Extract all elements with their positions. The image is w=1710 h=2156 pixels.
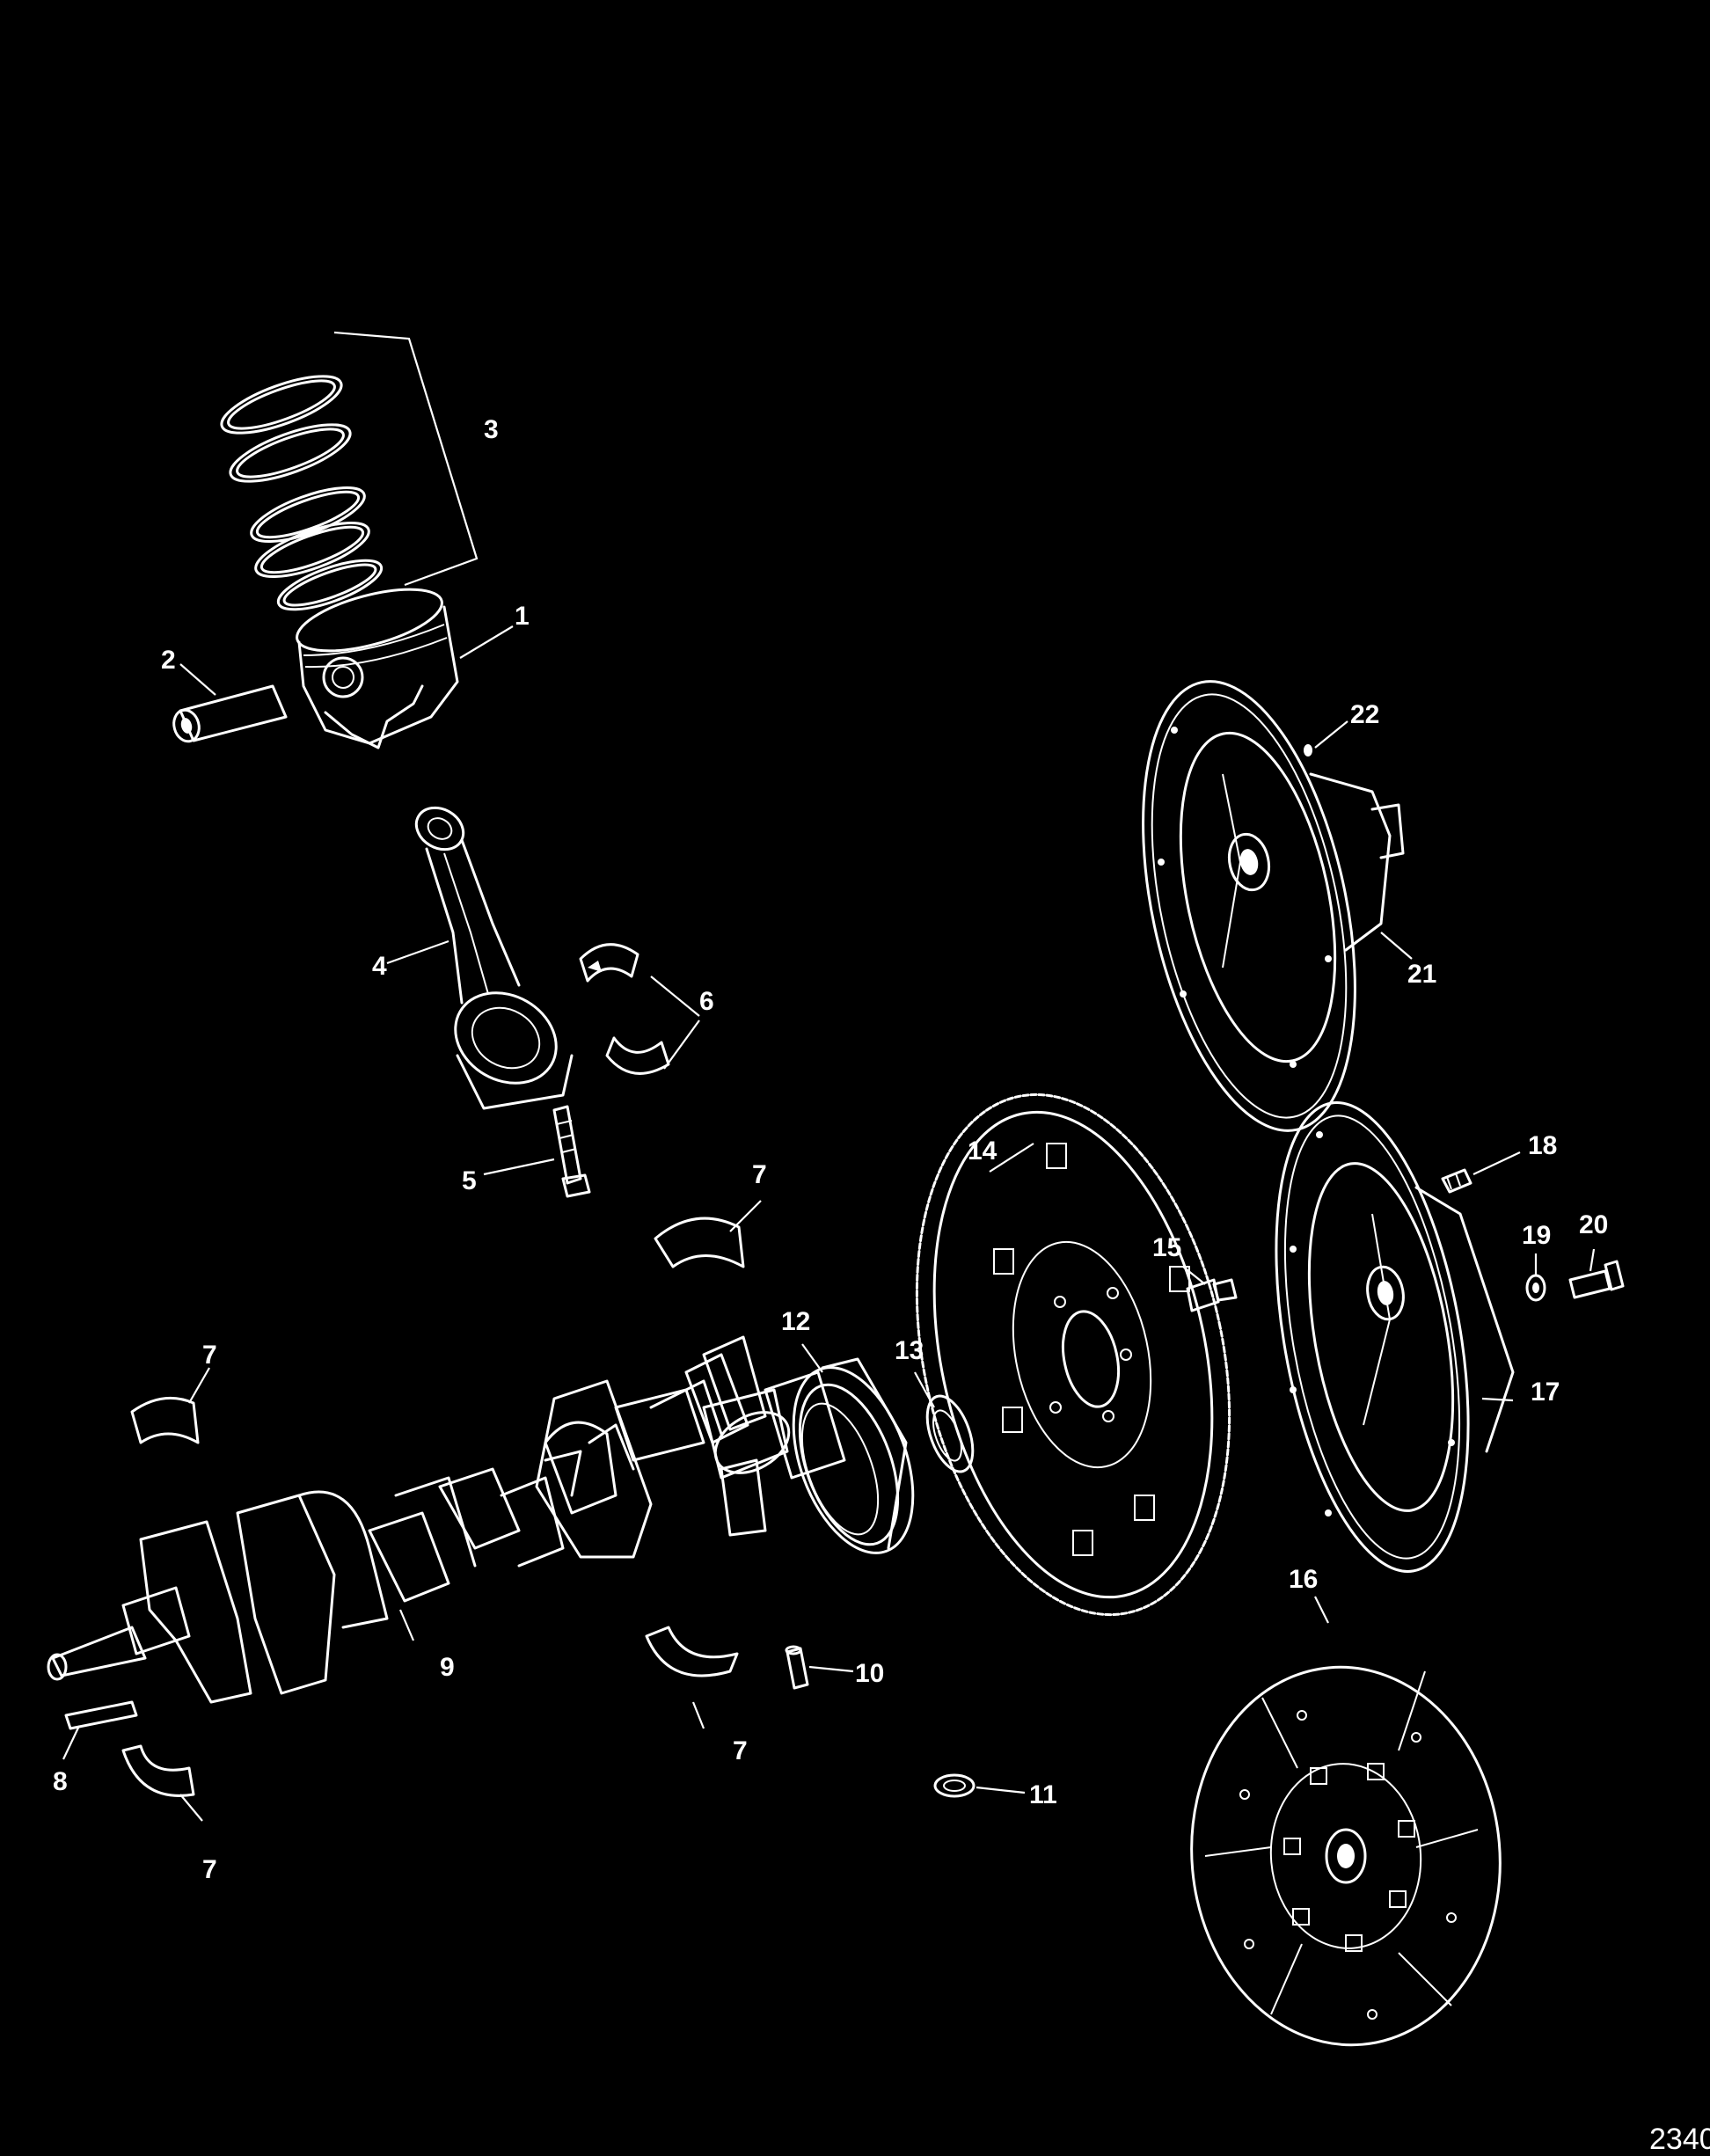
callout-21: 21	[1407, 960, 1436, 989]
piston	[296, 588, 459, 749]
callout-15: 15	[1152, 1233, 1181, 1262]
callout-22: 22	[1350, 700, 1379, 729]
callout-12: 12	[781, 1307, 810, 1336]
dowel-pin-rear	[785, 1645, 809, 1690]
flywheel-bolt	[1186, 1278, 1238, 1312]
callout-10: 10	[855, 1659, 884, 1688]
callout-6: 6	[699, 987, 714, 1016]
main-bearing-upper-2	[130, 1396, 200, 1444]
coupler-set-screw	[1304, 744, 1312, 756]
callout-8: 8	[53, 1767, 68, 1796]
coupler-bolt	[1568, 1260, 1625, 1299]
main-bearing-upper-1	[654, 1217, 745, 1268]
callout-19: 19	[1522, 1221, 1551, 1250]
piston-rings	[220, 375, 384, 611]
callout-5: 5	[462, 1166, 477, 1195]
flywheel	[915, 1093, 1231, 1617]
grease-fitting	[1441, 1168, 1472, 1194]
clutch-disc	[1190, 1665, 1502, 2047]
pilot-bushing	[933, 1773, 976, 1798]
washer	[1525, 1274, 1546, 1302]
callouts: 1 2 3 4 5 6 7 7 7 7 8 9 10 11 12 13 14 1…	[53, 415, 1608, 1884]
callout-7-lower-front: 7	[202, 1855, 217, 1884]
callout-20: 20	[1579, 1210, 1608, 1239]
callout-18: 18	[1528, 1131, 1557, 1160]
main-bearing-lower-2	[121, 1744, 195, 1797]
callout-1: 1	[515, 602, 530, 631]
figure-number: 23409	[1649, 2123, 1710, 2156]
crankshaft	[47, 1335, 846, 1704]
callout-11: 11	[1029, 1780, 1057, 1809]
rod-bolt	[552, 1105, 591, 1198]
piston-pin	[172, 684, 288, 743]
leader-lines	[62, 625, 1596, 1822]
main-bearing-lower-1	[645, 1626, 739, 1677]
callout-9: 9	[440, 1653, 455, 1682]
callout-3: 3	[484, 415, 499, 444]
ring-set-bracket	[333, 331, 479, 587]
dowel-pin-front	[64, 1700, 138, 1730]
callout-17: 17	[1531, 1378, 1560, 1407]
callout-7-upper-front: 7	[202, 1341, 217, 1370]
callout-2: 2	[161, 646, 176, 675]
callout-13: 13	[895, 1336, 924, 1365]
connecting-rod	[414, 806, 574, 1110]
rod-bearing-lower	[605, 1036, 670, 1075]
callout-14: 14	[968, 1136, 998, 1166]
callout-4: 4	[372, 952, 387, 981]
callout-7-upper-rear: 7	[752, 1160, 767, 1189]
rear-main-seal	[792, 1357, 915, 1554]
rod-bearing-upper	[579, 943, 639, 983]
drive-coupler-upper	[1142, 680, 1405, 1132]
drive-coupler-lower	[1275, 1101, 1515, 1573]
callout-16: 16	[1289, 1565, 1318, 1594]
callout-7-lower-rear: 7	[733, 1736, 748, 1765]
